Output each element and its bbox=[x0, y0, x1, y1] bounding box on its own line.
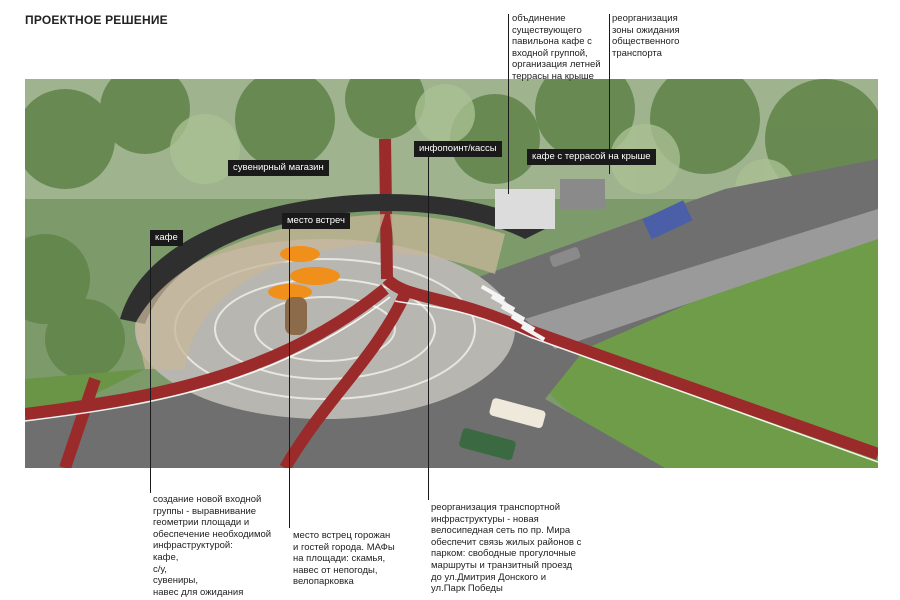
bike-lane-edges bbox=[25, 296, 878, 463]
terrace-cafe bbox=[495, 189, 555, 229]
car-green bbox=[459, 428, 516, 461]
callout-pavilion: объдинение существующего павильона кафе … bbox=[512, 13, 601, 82]
bus-shelter bbox=[560, 179, 605, 209]
umbrellas bbox=[268, 246, 340, 300]
pavilion-canopy bbox=[120, 194, 545, 324]
callout-transport-stop: реорганизация зоны ожидания общественног… bbox=[612, 13, 680, 59]
page-title: ПРОЕКТНОЕ РЕШЕНИЕ bbox=[25, 13, 168, 27]
label-infopoint: инфопоинт/кассы bbox=[414, 141, 502, 157]
label-souvenir-shop: сувенирный магазин bbox=[228, 160, 329, 176]
leader-line-cafe bbox=[150, 243, 151, 493]
leader-line-stop bbox=[609, 14, 610, 174]
car-grey bbox=[549, 247, 581, 267]
car-white bbox=[489, 398, 546, 429]
leader-line-pavilion bbox=[508, 14, 509, 194]
callout-meeting: место встрец горожан и гостей города. МА… bbox=[293, 530, 395, 588]
aerial-render-illustration bbox=[25, 79, 878, 468]
bike-lanes bbox=[25, 138, 878, 468]
callout-entrance: создание новой входной группы - выравнив… bbox=[153, 494, 272, 598]
leader-line-meeting bbox=[289, 226, 290, 528]
sidewalk bbox=[525, 209, 878, 349]
leader-line-transport bbox=[428, 154, 429, 500]
crosswalk bbox=[480, 284, 546, 342]
label-terrace-cafe: кафе с террасой на крыше bbox=[527, 149, 656, 165]
sculpture bbox=[285, 297, 307, 335]
callout-transport: реорганизация транспортной инфраструктур… bbox=[431, 502, 582, 595]
aerial-render bbox=[25, 79, 878, 468]
lawn-right bbox=[495, 229, 878, 468]
trolleybus bbox=[642, 200, 693, 240]
label-cafe: кафе bbox=[150, 230, 183, 246]
pavilion-glazing bbox=[135, 214, 385, 369]
infopoint-glazing bbox=[390, 214, 505, 274]
label-meeting-place: место встреч bbox=[282, 213, 350, 229]
